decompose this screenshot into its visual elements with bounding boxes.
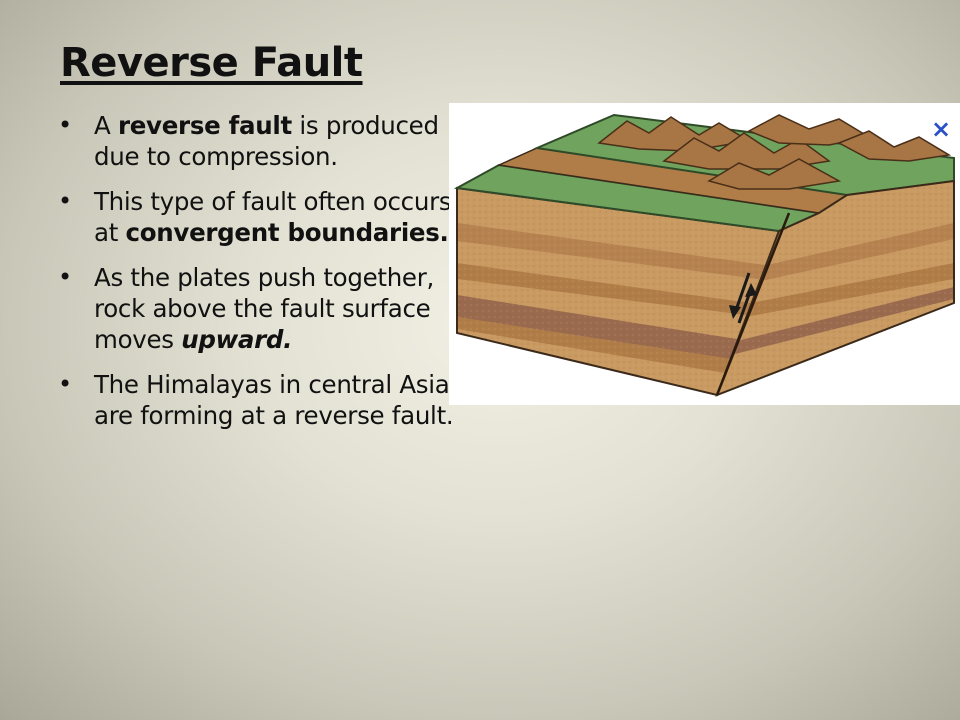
bullet-text-bold-italic: upward.: [181, 325, 293, 354]
bullet-dot: •: [58, 187, 72, 215]
bullet-text-normal: The Himalayas in central Asia are formin…: [94, 370, 454, 430]
fault-motion-arrows-icon: [729, 272, 757, 324]
close-icon[interactable]: ×: [931, 115, 951, 143]
mountain-range: [597, 114, 952, 190]
bullet-item: • As the plates push together, rock abov…: [58, 262, 458, 355]
bullet-list: • A reverse fault is produced due to com…: [58, 110, 458, 445]
slide-title: Reverse Fault: [60, 40, 363, 86]
fault-line: [715, 212, 791, 396]
left-block-front: [456, 186, 781, 397]
fault-block-illustration: ×: [453, 113, 955, 397]
bullet-item: • This type of fault often occurs at con…: [58, 186, 458, 248]
right-block-front: [715, 179, 955, 397]
bullet-text-bold: reverse fault: [117, 111, 292, 140]
bullet-text-normal: As the plates push together, rock above …: [94, 263, 434, 354]
bullet-text-normal: This type of fault often occurs at: [94, 187, 452, 247]
bullet-text-normal: is produced due to compression.: [94, 111, 439, 171]
reverse-fault-diagram: ×: [449, 103, 960, 405]
bullet-dot: •: [58, 263, 72, 291]
bullet-item: • A reverse fault is produced due to com…: [58, 110, 458, 172]
bullet-text-bold: convergent boundaries.: [125, 218, 449, 247]
bullet-dot: •: [58, 370, 72, 398]
bullet-text-normal: A: [94, 111, 118, 140]
bullet-dot: •: [58, 111, 72, 139]
bullet-item: • The Himalayas in central Asia are form…: [58, 369, 458, 431]
